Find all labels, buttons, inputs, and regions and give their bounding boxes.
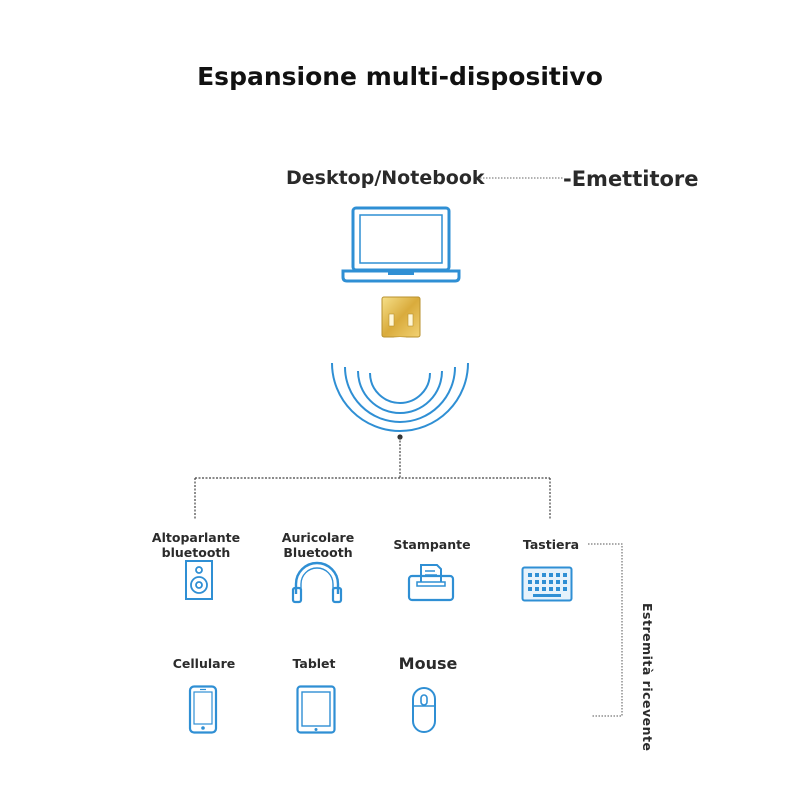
device-label-printer: Stampante	[393, 537, 471, 552]
phone-icon	[188, 685, 218, 735]
laptop-icon	[340, 205, 462, 285]
receiver-bracket	[588, 543, 623, 717]
speaker-icon	[184, 560, 214, 600]
device-label-tablet: Tablet	[292, 656, 336, 671]
diagram-title: Espansione multi-dispositivo	[197, 62, 603, 91]
tablet-icon	[296, 685, 336, 735]
usb-dongle-icon	[381, 296, 421, 340]
keyboard-icon	[521, 566, 573, 602]
receiver-side-label: Estremità ricevente	[640, 603, 655, 752]
device-label-keyboard: Tastiera	[522, 537, 580, 552]
host-label: Desktop/Notebook	[286, 167, 485, 189]
transmitter-label: -Emettitore	[563, 167, 699, 191]
printer-icon	[407, 562, 455, 602]
mouse-icon	[411, 686, 437, 734]
device-label-mouse: Mouse	[398, 654, 458, 673]
wireless-signal-icon	[325, 335, 475, 440]
headphones-icon	[290, 560, 344, 604]
device-label-phone: Cellulare	[172, 656, 236, 671]
